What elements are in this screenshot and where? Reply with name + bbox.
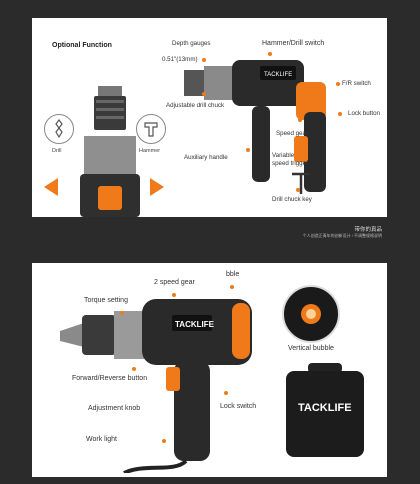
chuck-closeup-image <box>80 86 140 217</box>
carrying-case-image: TACKLIFE <box>286 363 364 457</box>
adjustable-drill-chuck-label: Adjustable drill chuck <box>166 102 225 109</box>
leader-dot <box>298 118 302 122</box>
svg-text:TACKLIFE: TACKLIFE <box>264 72 292 78</box>
hammer-mode-icon <box>136 114 166 144</box>
drill-mode-icon <box>44 114 74 144</box>
optional-function-title: Optional Function <box>52 42 112 49</box>
caption-line-1: 带你的真品 <box>354 227 382 233</box>
vertical-bubble-label: Vertical bubble <box>288 345 334 352</box>
chuck-size-label: 0.51"(13mm) <box>162 56 198 63</box>
leader-dot <box>296 188 300 192</box>
adjustment-knob-label: Adjustment knob <box>88 405 141 412</box>
left-arrow-icon <box>44 178 58 196</box>
lock-button-label: Lock button <box>348 110 380 117</box>
leader-dot <box>224 391 228 395</box>
lock-switch-label: Lock switch <box>220 403 257 410</box>
hammer-drill-image: TACKLIFE <box>184 60 326 192</box>
leader-dot <box>174 379 178 383</box>
vertical-bubble-closeup <box>282 285 340 343</box>
hammer-drill-panel: Optional Function Drill Hammer TACKLIFE <box>32 18 387 217</box>
leader-dot <box>268 52 272 56</box>
depth-gauges-label: Depth gauges <box>172 40 211 47</box>
fr-switch-label: F/R switch <box>342 80 371 87</box>
leader-dot <box>132 367 136 371</box>
cordless-drill-panel: TACKLIFE TACKLIFE 2 speed gear bble Torq… <box>32 263 387 477</box>
speed-gear-label: Speed gear <box>276 130 308 137</box>
right-arrow-icon <box>150 178 164 196</box>
svg-text:TACKLIFE: TACKLIFE <box>175 320 215 329</box>
leader-dot <box>202 58 206 62</box>
svg-text:TACKLIFE: TACKLIFE <box>298 402 352 414</box>
auxiliary-handle-label: Auxiliary handle <box>184 154 228 161</box>
torque-setting-label: Torque setting <box>84 297 128 304</box>
leader-dot <box>302 144 306 148</box>
leader-dot <box>246 148 250 152</box>
leader-dot <box>120 311 124 315</box>
variable-speed-trigger-label: Variable speed trigger <box>272 152 309 167</box>
leader-dot <box>162 439 166 443</box>
caption-line-2: 个人创造正青年的创新设计 / 不调整规格说明 <box>302 233 382 238</box>
chuck-key-image <box>292 172 310 194</box>
leader-dot <box>336 82 340 86</box>
leader-dot <box>202 92 206 96</box>
bubble-label: bble <box>226 271 240 278</box>
two-speed-gear-label: 2 speed gear <box>154 279 195 286</box>
hammer-drill-switch-label: Hammer/Drill switch <box>262 40 325 47</box>
drill-chuck-key-label: Drill chuck key <box>272 196 312 203</box>
drill-driver-image: TACKLIFE <box>60 299 252 473</box>
leader-dot <box>172 293 176 297</box>
drill-mode-label: Drill <box>52 148 62 154</box>
forward-reverse-label: Forward/Reverse button <box>72 375 148 382</box>
work-light-label: Work light <box>86 436 117 443</box>
hammer-mode-label: Hammer <box>139 148 161 154</box>
leader-dot <box>230 285 234 289</box>
leader-dot <box>338 112 342 116</box>
